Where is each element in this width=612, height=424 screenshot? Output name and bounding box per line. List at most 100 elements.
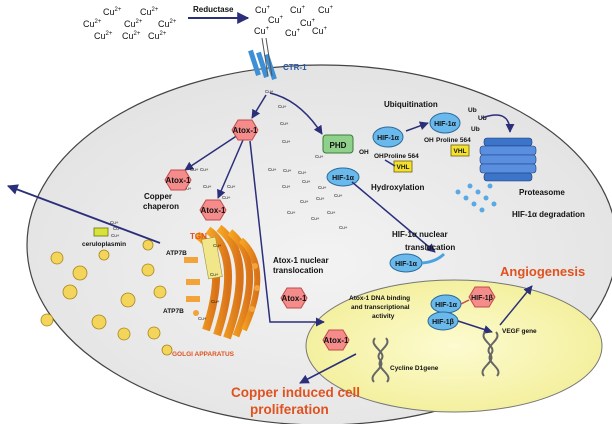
svg-text:Cu+: Cu+ xyxy=(111,233,120,238)
svg-text:Cu+: Cu+ xyxy=(268,167,277,172)
nucleus xyxy=(305,279,603,413)
dna-binding-label-3: activity xyxy=(372,313,395,320)
svg-text:Cu2+: Cu2+ xyxy=(158,19,177,29)
arrow-atox1-to-nucleus xyxy=(249,140,325,327)
hif-nuclear-label: HIF-1α nuclear xyxy=(392,230,448,239)
svg-text:Cu+: Cu+ xyxy=(287,210,296,215)
svg-text:Cu+: Cu+ xyxy=(312,26,328,36)
svg-text:Cu2+: Cu2+ xyxy=(94,31,113,41)
arrow-ctr1-to-phd xyxy=(269,92,323,135)
svg-text:Cu+: Cu+ xyxy=(268,15,284,25)
svg-text:Cu+: Cu+ xyxy=(222,195,231,200)
svg-text:Cu+: Cu+ xyxy=(302,179,311,184)
copper-chaperon-label-2: chaperon xyxy=(143,202,179,211)
atox1-label-golgi: Atox-1 xyxy=(201,206,226,215)
svg-text:Cu+: Cu+ xyxy=(280,121,289,126)
proline-label-1: Proline 564 xyxy=(384,153,419,160)
atp7b-label-2: ATP7B xyxy=(163,308,184,315)
arrow-to-angiogenesis xyxy=(499,285,533,326)
hydroxylation-label: Hydroxylation xyxy=(371,183,424,192)
ctr1-label: CTR-1 xyxy=(283,63,307,72)
svg-text:Cu2+: Cu2+ xyxy=(148,31,167,41)
ceruloplasmin-label: ceruloplasmin xyxy=(82,241,126,248)
svg-text:Cu+: Cu+ xyxy=(300,18,316,28)
phd-box: PHD xyxy=(322,134,354,154)
atox1-nuclear-label: Atox-1 nuclear xyxy=(273,256,329,265)
svg-text:Cu+: Cu+ xyxy=(278,104,287,109)
atox1-hexagon-chaperon: Atox-1 xyxy=(164,169,192,191)
ubiquitination-label: Ubiquitination xyxy=(384,100,438,109)
dna-binding-label-2: and transcriptional xyxy=(351,304,410,311)
vegf-gene-label: VEGF gene xyxy=(502,328,537,335)
hif1a-oval-proline xyxy=(372,126,404,148)
svg-text:Cu+: Cu+ xyxy=(285,28,301,38)
tgn-label: TGN xyxy=(190,232,207,241)
svg-text:Cu2+: Cu2+ xyxy=(103,7,122,17)
svg-text:Cu2+: Cu2+ xyxy=(140,7,159,17)
reductase-label: Reductase xyxy=(193,5,234,14)
svg-text:Cu+: Cu+ xyxy=(311,216,320,221)
svg-text:Cu+: Cu+ xyxy=(318,185,327,190)
hif1a-oval-hydroxylation xyxy=(326,167,360,187)
svg-text:Cu+: Cu+ xyxy=(190,167,199,172)
phd-label: PHD xyxy=(330,141,347,150)
vhl-box-1 xyxy=(393,160,413,173)
oh-label-3: OH xyxy=(424,137,434,144)
atox1-hexagon-golgi: Atox-1 xyxy=(199,199,227,221)
hif1b-hexagon xyxy=(468,286,496,308)
copper-ions-cu1: Cu+ Cu+ Cu+ Cu+ Cu+ Cu+ Cu+ Cu+ xyxy=(254,5,334,38)
oh-label-1: OH xyxy=(359,149,369,156)
arrow-to-vegf xyxy=(457,320,493,334)
arrow-atox1-to-chaperon xyxy=(184,134,239,171)
svg-text:Cu+: Cu+ xyxy=(227,184,236,189)
svg-text:Ub: Ub xyxy=(471,126,480,133)
atox1-label-top: Atox-1 xyxy=(233,126,258,135)
copper-induced-label: Copper induced cell xyxy=(231,385,360,400)
hif-translocation-label: translocation xyxy=(405,243,455,252)
svg-text:Cu+: Cu+ xyxy=(200,167,209,172)
svg-text:Cu2+: Cu2+ xyxy=(124,19,143,29)
proteasome-label: Proteasome xyxy=(519,188,565,197)
cyclin-d1-label: Cycline D1gene xyxy=(390,365,439,372)
svg-text:Cu+: Cu+ xyxy=(316,196,325,201)
svg-text:Cu+: Cu+ xyxy=(198,316,207,321)
arrow-atox1-to-golgi xyxy=(217,139,244,199)
svg-text:Cu+: Cu+ xyxy=(203,184,212,189)
arrow-hif-translocation xyxy=(351,181,436,253)
atox1-hexagon-nucleus: Atox-1 xyxy=(322,329,350,351)
proliferation-label: proliferation xyxy=(250,402,329,417)
dna-helix-cyclin xyxy=(371,337,390,383)
arrow-secretion xyxy=(6,184,161,244)
svg-text:Cu+: Cu+ xyxy=(282,139,291,144)
atox1-label-translocating: Atox-1 xyxy=(282,294,307,303)
vhl-label-1: VHL xyxy=(397,164,410,171)
hif-degradation-label: HIF-1α degradation xyxy=(512,210,585,219)
hif1a-label-ubiquitinated: HIF-1α xyxy=(434,121,457,128)
proline-label-2: Proline 564 xyxy=(436,137,471,144)
svg-text:Cu+: Cu+ xyxy=(255,5,271,15)
vhl-label-2: VHL xyxy=(454,148,467,155)
vhl-box-2 xyxy=(450,144,470,157)
copper-chaperon-label-1: Copper xyxy=(144,192,172,201)
dna-binding-label-1: Atox-1 DNA binding xyxy=(349,295,410,302)
svg-text:Cu+: Cu+ xyxy=(113,226,122,231)
svg-text:Cu+: Cu+ xyxy=(300,199,309,204)
atp7b-label-1: ATP7B xyxy=(166,250,187,257)
atox1-translocation-label: translocation xyxy=(273,266,323,275)
atox1-label-chaperon: Atox-1 xyxy=(166,176,191,185)
svg-text:Cu+: Cu+ xyxy=(211,299,220,304)
arrow-ctr1-to-atox1 xyxy=(251,94,267,119)
hif1a-label-hydroxylation: HIF-1α xyxy=(332,175,355,182)
svg-text:Cu+: Cu+ xyxy=(283,168,292,173)
arrow-to-proliferation xyxy=(299,353,357,384)
golgi-apparatus: Cu+ Cu+ Cu+ Cu+ xyxy=(184,224,261,340)
proteasome xyxy=(479,137,537,182)
svg-text:Cu+: Cu+ xyxy=(213,243,222,248)
ctr1-transporter xyxy=(248,37,277,80)
svg-text:Cu+: Cu+ xyxy=(254,26,270,36)
vesicles xyxy=(40,239,173,356)
svg-text:Cu+: Cu+ xyxy=(282,184,291,189)
svg-text:Cu+: Cu+ xyxy=(318,5,334,15)
